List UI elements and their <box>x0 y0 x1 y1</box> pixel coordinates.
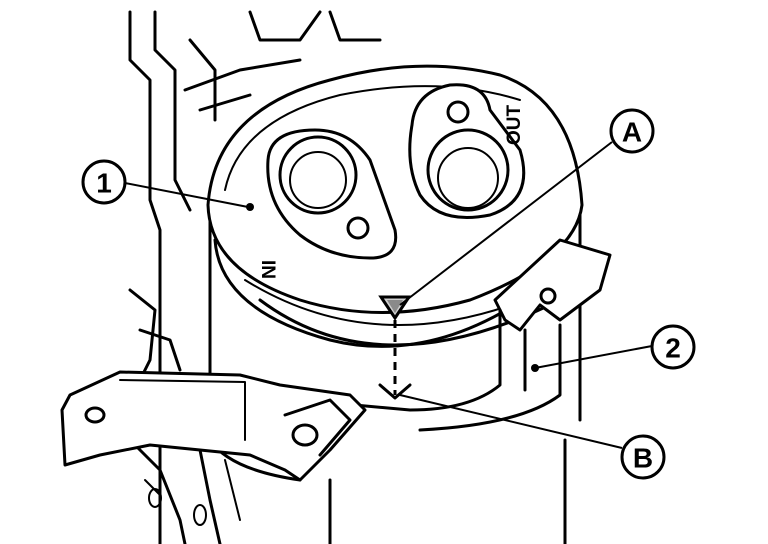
callout-a: A <box>609 108 655 154</box>
vehicle-frame <box>128 10 382 544</box>
callout-1-label: 1 <box>96 168 112 199</box>
leader-1 <box>124 182 249 208</box>
callout-2-label: 2 <box>665 333 681 364</box>
marker-b-arrow <box>378 383 412 400</box>
outlet-label: OUT <box>504 105 525 146</box>
inlet-dot <box>246 203 254 211</box>
mounting-bracket <box>60 238 612 482</box>
callout-2: 2 <box>650 324 696 370</box>
inlet-label: IN <box>257 260 278 279</box>
callout-b-label: B <box>633 443 653 474</box>
callout-b: B <box>620 434 666 480</box>
leader-lines <box>124 141 653 449</box>
leader-b <box>399 394 623 449</box>
port-labels: IN OUT <box>246 105 525 279</box>
callout-a-label: A <box>622 117 642 148</box>
leader-2 <box>534 345 653 369</box>
leader-a <box>399 141 613 306</box>
receiver-drier <box>206 64 584 544</box>
callout-1: 1 <box>81 159 127 205</box>
